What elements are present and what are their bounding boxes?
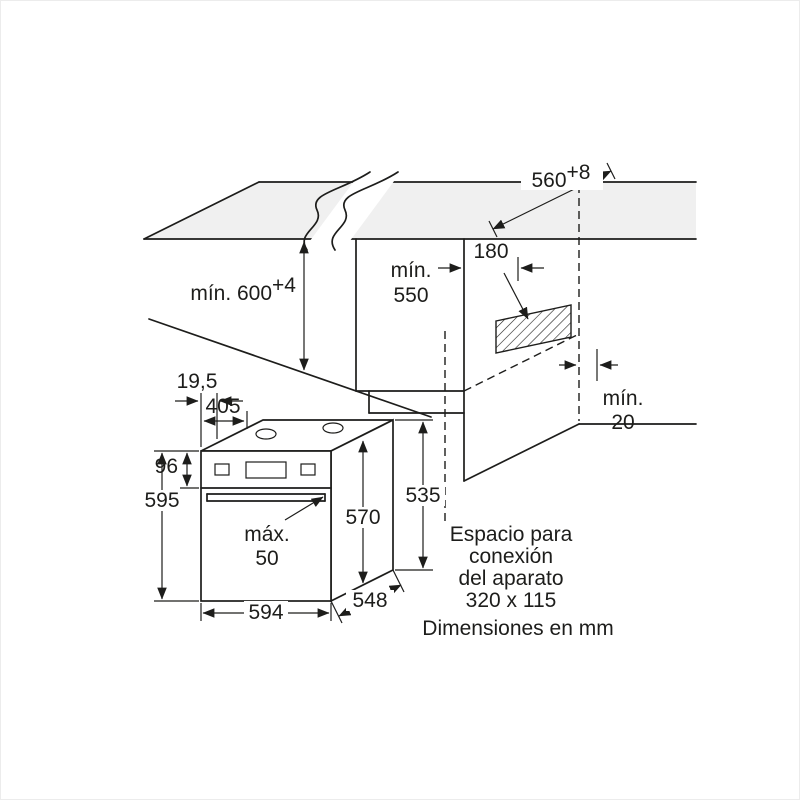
dimension-appliance-depth: 548 — [330, 569, 405, 624]
dimension-label-appliance-height: 595 — [144, 489, 179, 512]
top-vent-left — [255, 428, 277, 440]
dimension-label-max-handle-1: máx. — [244, 523, 290, 546]
dimension-label-appliance-width: 594 — [248, 601, 283, 624]
dimension-label-niche-depth-2: 550 — [393, 284, 428, 307]
top-vent-right — [322, 422, 344, 434]
dimension-label-connection-offset: 180 — [473, 240, 508, 263]
dimension-appliance-height: 595 — [140, 452, 199, 602]
dimension-panel-height: 96 — [154, 450, 199, 489]
dimension-label-niche-depth-1: mín. — [391, 259, 432, 282]
connection-note-line-3: del aparato — [458, 567, 563, 590]
dimension-label-appliance-depth: 548 — [352, 589, 387, 612]
hidden-niche-floor-edge — [463, 333, 580, 392]
oven-knob-left — [214, 463, 230, 476]
worktop-surface — [143, 169, 697, 253]
dimension-connection-offset: 180 — [438, 240, 544, 281]
dimension-label-max-handle-2: 50 — [255, 547, 278, 570]
dimension-label-panel-height: 96 — [155, 455, 178, 478]
dimension-niche-depth: mín. 550 — [391, 259, 432, 307]
oven-display — [245, 461, 287, 479]
oven-knob-right — [300, 463, 316, 476]
oven-drawing — [200, 418, 394, 603]
connection-space-hatched-area — [495, 272, 572, 354]
dimension-min-height: mín. 600+4 — [190, 241, 309, 371]
connection-note-line-1: Espacio para — [450, 523, 573, 546]
break-symbol — [301, 169, 403, 253]
dimension-max-handle: máx. 50 — [244, 496, 324, 570]
connection-note: Espacio para conexión del aparato 320 x … — [450, 523, 573, 612]
dimension-label-body-height: 570 — [345, 506, 380, 529]
dimension-appliance-width: 594 — [200, 601, 332, 624]
dimension-label-niche-width: 560+8 — [532, 161, 591, 192]
connection-space-arrow — [503, 272, 529, 320]
dimension-rear-gap: mín. 20 — [559, 349, 643, 434]
dimension-top-offset: 405 — [203, 395, 248, 429]
dimension-body-height: 570 — [341, 440, 385, 584]
dimension-label-front-protrusion: 19,5 — [177, 370, 218, 393]
dimension-label-rear-gap-2: 20 — [611, 411, 634, 434]
dimension-label-top-offset: 405 — [205, 395, 240, 418]
oven-handle — [206, 493, 326, 502]
dimension-front-protrusion: 19,5 — [175, 370, 243, 447]
dimension-label-rear-height: 535 — [405, 484, 440, 507]
dimension-rear-height: 535 — [395, 419, 445, 571]
dimension-niche-width: 560+8 — [488, 161, 616, 238]
dimension-label-min-height: mín. 600+4 — [190, 274, 296, 305]
connection-note-line-4: 320 x 115 — [466, 589, 557, 612]
floor-lines — [148, 318, 697, 482]
dimension-label-rear-gap-1: mín. — [603, 387, 644, 410]
connection-note-line-2: conexión — [469, 545, 553, 568]
units-note: Dimensiones en mm — [422, 617, 613, 640]
